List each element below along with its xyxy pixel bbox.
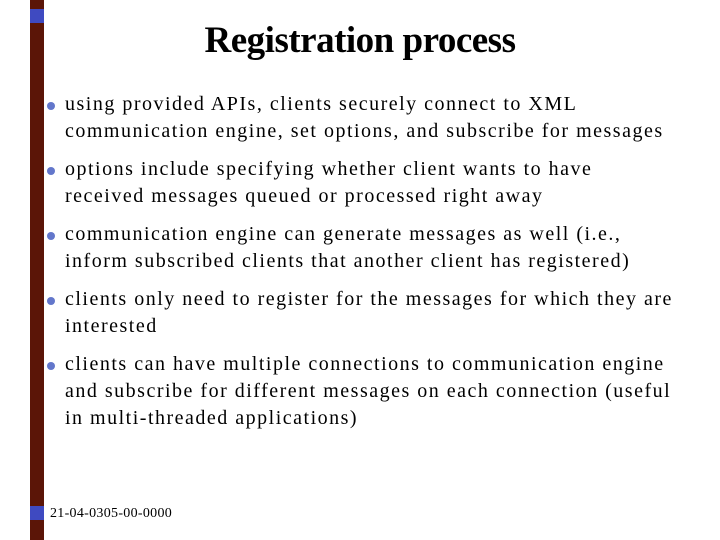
decor-square-top-icon	[30, 9, 44, 23]
bullet-line: and subscribe for different messages on …	[65, 380, 672, 402]
bullet-line: communication engine, set options, and s…	[65, 120, 664, 142]
bullet-line: in multi-threaded applications)	[65, 407, 359, 429]
bullet-item: clients only need to register for the me…	[0, 286, 700, 340]
bullet-item: using provided APIs, clients securely co…	[0, 91, 700, 145]
bullet-icon	[47, 232, 55, 240]
decor-square-bottom-icon	[30, 506, 44, 520]
bullet-item: communication engine can generate messag…	[0, 221, 700, 275]
bullet-line: received messages queued or processed ri…	[65, 185, 544, 207]
bullet-line: clients only need to register for the me…	[65, 288, 673, 310]
bullet-icon	[47, 362, 55, 370]
document-number: 21-04-0305-00-0000	[50, 506, 173, 521]
bullet-item: options include specifying whether clien…	[0, 156, 700, 210]
bullet-line: communication engine can generate messag…	[65, 223, 622, 245]
bullet-line: interested	[65, 315, 158, 337]
bullet-list: using provided APIs, clients securely co…	[0, 91, 700, 443]
bullet-icon	[47, 297, 55, 305]
left-accent-bar	[30, 0, 44, 540]
bullet-line: using provided APIs, clients securely co…	[65, 93, 578, 115]
bullet-line: clients can have multiple connections to…	[65, 353, 665, 375]
bullet-icon	[47, 167, 55, 175]
bullet-item: clients can have multiple connections to…	[0, 351, 700, 432]
bullet-line: options include specifying whether clien…	[65, 158, 593, 180]
bullet-line: inform subscribed clients that another c…	[65, 250, 631, 272]
slide-title: Registration process	[204, 20, 516, 61]
bullet-icon	[47, 102, 55, 110]
